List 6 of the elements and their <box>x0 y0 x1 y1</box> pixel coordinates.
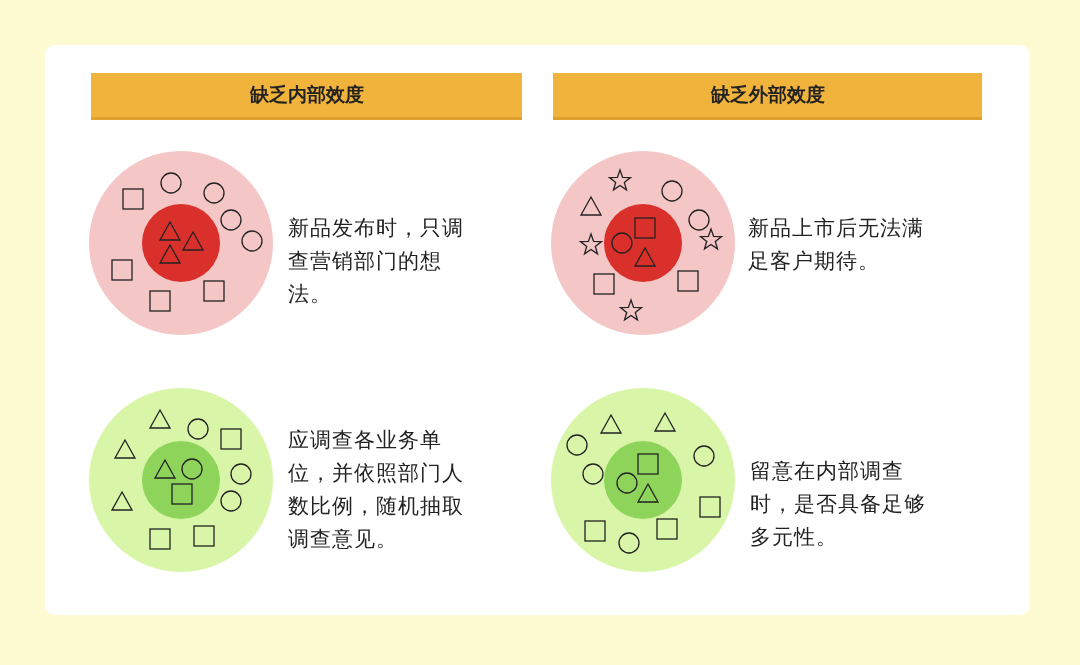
description-text: 新品上市后无法满足客户期待。 <box>748 215 925 275</box>
description-text: 应调查各业务单位，并依照部门人数比例，随机抽取调查意见。 <box>288 427 465 553</box>
description-text: 留意在内部调查时，是否具备足够多元性。 <box>750 458 927 551</box>
header-band: 缺乏外部效度 <box>553 73 982 120</box>
description-text: 新品发布时，只调查营销部门的想法。 <box>288 215 465 308</box>
header-band: 缺乏内部效度 <box>91 73 522 120</box>
